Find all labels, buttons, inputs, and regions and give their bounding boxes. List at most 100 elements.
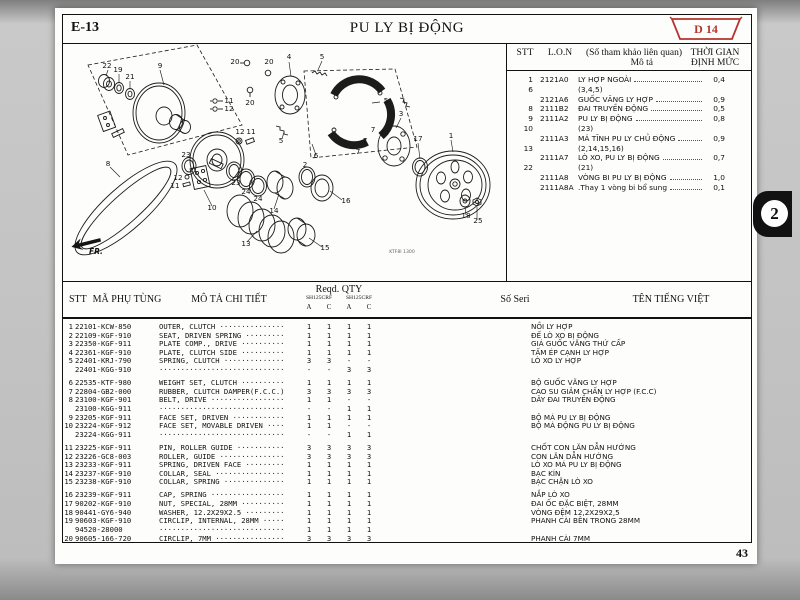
parts-table-row: 20 90605-166-720 CIRCLIP, 7MM ··········…	[63, 534, 751, 543]
cell-desc: PU LY BỊ ĐỘNG	[578, 114, 633, 124]
col-desc: MÔ TẢ CHI TIẾT	[191, 294, 267, 305]
callout-12: 12	[173, 173, 182, 182]
cell-time: 0,5	[713, 104, 725, 114]
cell-lon: 2111A8	[540, 172, 569, 182]
labor-table-row: 22 (21)	[511, 163, 725, 173]
cell-qty-2: 1	[326, 347, 332, 357]
cell-qty-4: -	[366, 421, 372, 431]
labor-table-row: 2111A3 MÁ TĨNH PU LY CHỦ ĐỘNG 0,9	[511, 134, 725, 144]
labor-table-row: 6 (3,4,5)	[511, 85, 725, 95]
cell-description: OUTER, CLUTCH ···············	[159, 322, 285, 331]
labor-table-row: 10 (23)	[511, 124, 725, 134]
cell-qty-2: 3	[326, 386, 332, 396]
cell-part-number: 23224-KGG-911	[75, 429, 132, 439]
callout-24: 24	[253, 194, 263, 203]
cell-desc: .Thay 1 vòng bi bổ sung	[578, 182, 668, 192]
cell-qty-4: 3	[366, 533, 372, 543]
cell-description: ROLLER, GUIDE ···············	[159, 451, 285, 461]
labor-table-row: 13 (2,14,15,16)	[511, 144, 725, 154]
callout-21: 21	[125, 72, 134, 81]
ref-box-outline	[670, 18, 742, 40]
callout-20: 20	[264, 57, 274, 66]
cell-qty-4: 1	[366, 490, 372, 500]
cell-desc: (21)	[578, 163, 594, 173]
cell-qty-3: 1	[346, 477, 352, 487]
parts-table-row: 14 23237-KGF-910 COLLAR, SEAL ··········…	[63, 469, 751, 478]
model-b: SH125CRF	[345, 295, 373, 301]
cell-qty-3: 1	[346, 412, 352, 422]
labor-table-row: 2111A7 LÒ XO, PU LY BỊ ĐỘNG 0,7	[511, 153, 725, 163]
cell-time: 0,1	[713, 182, 725, 192]
cell-part-number: 90603-KGF-910	[75, 516, 132, 526]
col-desc: (Số tham khảo liên quan) Mô tả	[585, 48, 683, 68]
cell-stt: 4	[68, 347, 73, 357]
cell-qty-4: 1	[366, 477, 372, 487]
callout-12: 12	[224, 104, 233, 113]
parts-table-row: 15 23238-KGF-910 COLLAR, SPRING ········…	[63, 477, 751, 486]
cell-qty-3: 3	[346, 442, 352, 452]
labor-table-row: 2111A8A .Thay 1 vòng bi bổ sung 0,1	[511, 183, 725, 193]
cell-qty-4: 1	[366, 347, 372, 357]
cell-qty-4: 1	[366, 339, 372, 349]
cell-qty-2: -	[326, 429, 332, 439]
cell-qty-4: 3	[366, 442, 372, 452]
callout-23: 23	[231, 178, 240, 187]
cell-part-number: 94520-28000	[75, 524, 123, 534]
cell-part-number: 23224-KGF-912	[75, 421, 132, 431]
col-stt: STT	[516, 48, 534, 58]
cell-qty-1: 3	[306, 451, 312, 461]
cell-qty-4: 1	[366, 524, 372, 534]
cell-stt: 9	[68, 412, 73, 422]
parts-table-row: 1 22101-KCW-850 OUTER, CLUTCH ··········…	[63, 322, 751, 331]
cell-vietnamese-name: BẠC CHẶN LÒ XO	[531, 477, 593, 487]
labor-table-row: 2121A6 GUỐC VĂNG LY HỢP 0,9	[511, 95, 725, 105]
cell-description: SPRING, CLUTCH ··············	[159, 356, 285, 366]
parts-table-row: 10 23224-KGF-912 FACE SET, MOVABLE DRIVE…	[63, 421, 751, 430]
parts-table-row: 94520-28000 ····························…	[63, 525, 751, 534]
cell-part-number: 23238-KGF-910	[75, 477, 132, 487]
dot-leader	[655, 100, 702, 102]
callout-8: 8	[106, 159, 111, 168]
cell-qty-4: 3	[366, 451, 372, 461]
cell-part-number: 22109-KGF-910	[75, 330, 132, 340]
cell-lon: 2121A6	[540, 94, 569, 104]
catalog-page: E-13 PU LY BỊ ĐỘNG D 14	[55, 8, 757, 564]
callout-12: 12	[235, 127, 244, 136]
cell-qty-4: 1	[366, 516, 372, 526]
callout-22: 22	[102, 61, 111, 70]
cell-vietnamese-name: DÂY ĐAI TRUYỀN ĐỘNG	[531, 395, 616, 405]
callout-24: 24	[241, 187, 251, 196]
dashed-group-clutch-weights	[303, 68, 418, 159]
cell-qty-2: 1	[326, 507, 332, 517]
cell-part-number: 23233-KGF-911	[75, 460, 132, 470]
dot-leader	[662, 159, 702, 161]
labor-table-row: 2111A8 VÒNG BI PU LY BỊ ĐỘNG 1,0	[511, 173, 725, 183]
cell-qty-3: 1	[346, 403, 352, 413]
callout-13: 13	[241, 239, 250, 248]
cell-time: 0,8	[713, 114, 725, 124]
callout-18: 18	[461, 211, 471, 220]
callout-11: 11	[246, 127, 255, 136]
callout-3: 3	[399, 109, 404, 118]
cell-stt: 7	[68, 386, 73, 396]
cell-qty-3: 3	[346, 365, 352, 375]
parts-table-row: 4 22361-KGF-910 PLATE, CLUTCH SIDE ·····…	[63, 348, 751, 357]
cell-desc: (2,14,15,16)	[578, 143, 624, 153]
cell-stt: 18	[64, 507, 73, 517]
cell-qty-4: 1	[366, 378, 372, 388]
parts-table-row: 16 23239-KGF-911 CAP, SPRING ···········…	[63, 490, 751, 499]
cell-qty-3: 1	[346, 429, 352, 439]
cell-qty-3: 1	[346, 516, 352, 526]
cell-stt: 9	[528, 114, 533, 124]
col-vietnamese-name: TÊN TIẾNG VIỆT	[632, 294, 710, 305]
callout-7: 7	[363, 136, 368, 145]
cell-stt: 13	[64, 460, 73, 470]
dot-leader	[634, 81, 702, 82]
cell-qty-2: 1	[326, 499, 332, 509]
cell-stt: 8	[528, 104, 533, 114]
cell-qty-2: 1	[326, 339, 332, 349]
parts-table-row: 12 23226-GC8-003 ROLLER, GUIDE ·········…	[63, 452, 751, 461]
cell-description: CIRCLIP, INTERNAL, 28MM ·····	[159, 516, 285, 526]
cell-description: ·····························	[159, 365, 285, 375]
cell-qty-4: 3	[366, 386, 372, 396]
